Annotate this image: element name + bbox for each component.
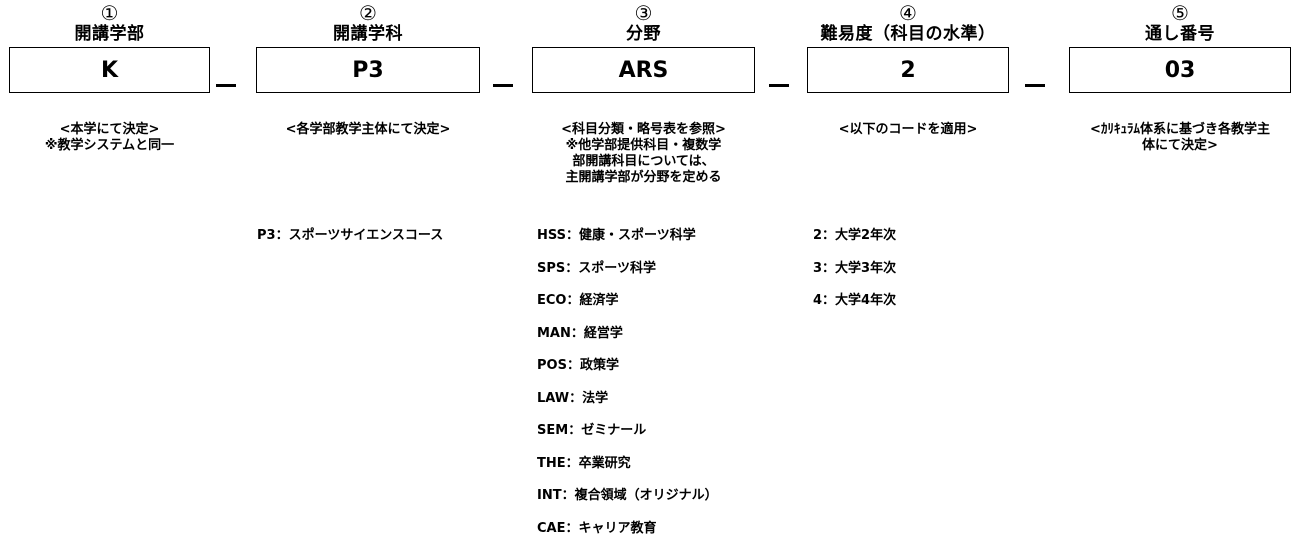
column-note: <本学にて決定> ※教学システムと同一: [9, 122, 210, 154]
column-note: <科目分類・略号表を参照> ※他学部提供科目・複数学 部開講科目については、 主…: [532, 122, 755, 186]
list-item: MAN：経営学: [537, 326, 718, 359]
list-item: THE：卒業研究: [537, 456, 718, 489]
column-note: <ｶﾘｷｭﾗﾑ体系に基づき各教学主 体にて決定>: [1069, 122, 1291, 154]
code-box: P3: [256, 47, 480, 93]
column-level: ④ 難易度（科目の水準） 2 <以下のコードを適用>: [807, 0, 1009, 138]
column-title: 難易度（科目の水準）: [807, 24, 1009, 44]
column-title: 通し番号: [1069, 24, 1291, 44]
column-serial: ⑤ 通し番号 03 <ｶﾘｷｭﾗﾑ体系に基づき各教学主 体にて決定>: [1069, 0, 1291, 154]
column-field: ③ 分野 ARS <科目分類・略号表を参照> ※他学部提供科目・複数学 部開講科…: [532, 0, 755, 186]
step-number: ③: [532, 2, 755, 24]
list-item: POS：政策学: [537, 358, 718, 391]
list-item: 3：大学3年次: [813, 261, 896, 294]
step-number: ⑤: [1069, 2, 1291, 24]
list-item: SPS：スポーツ科学: [537, 261, 718, 294]
department-code-list: P3：スポーツサイエンスコース: [257, 228, 443, 261]
list-item: HSS：健康・スポーツ科学: [537, 228, 718, 261]
separator-dash: [769, 84, 789, 87]
column-title: 分野: [532, 24, 755, 44]
column-note: <各学部教学主体にて決定>: [256, 122, 480, 138]
list-item: 4：大学4年次: [813, 293, 896, 326]
list-item: SEM：ゼミナール: [537, 423, 718, 456]
list-item: 2：大学2年次: [813, 228, 896, 261]
code-box: 2: [807, 47, 1009, 93]
step-number: ①: [9, 2, 210, 24]
list-item: LAW：法学: [537, 391, 718, 424]
code-box: ARS: [532, 47, 755, 93]
step-number: ④: [807, 2, 1009, 24]
step-number: ②: [256, 2, 480, 24]
separator-dash: [493, 84, 513, 87]
list-item: P3：スポーツサイエンスコース: [257, 228, 443, 261]
column-note: <以下のコードを適用>: [807, 122, 1009, 138]
column-department: ② 開講学科 P3 <各学部教学主体にて決定>: [256, 0, 480, 138]
column-faculty: ① 開講学部 K <本学にて決定> ※教学システムと同一: [9, 0, 210, 154]
column-title: 開講学科: [256, 24, 480, 44]
level-code-list: 2：大学2年次 3：大学3年次 4：大学4年次: [813, 228, 896, 326]
column-title: 開講学部: [9, 24, 210, 44]
list-item: INT：複合領域（オリジナル）: [537, 488, 718, 521]
separator-dash: [216, 84, 236, 87]
code-box: K: [9, 47, 210, 93]
list-item: ECO：経済学: [537, 293, 718, 326]
list-item: CAE：キャリア教育: [537, 521, 718, 553]
field-code-list: HSS：健康・スポーツ科学 SPS：スポーツ科学 ECO：経済学 MAN：経営学…: [537, 228, 718, 553]
separator-dash: [1025, 84, 1045, 87]
code-box: 03: [1069, 47, 1291, 93]
